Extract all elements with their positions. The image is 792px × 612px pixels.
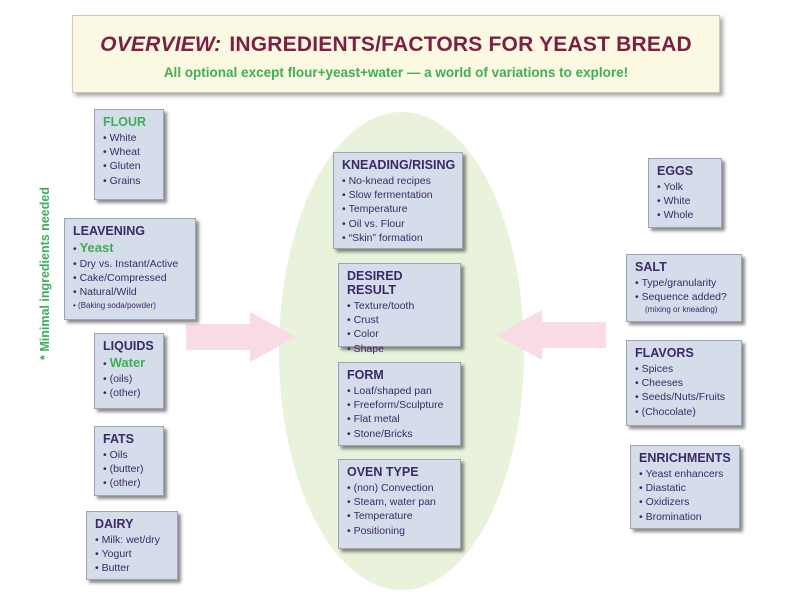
list-item: Gluten xyxy=(103,159,155,173)
leavening-box: LEAVENING Yeast Dry vs. Instant/Active C… xyxy=(64,218,196,320)
liquids-box: LIQUIDS Water (oils) (other) xyxy=(94,333,164,409)
right-pointing-arrow xyxy=(186,312,296,362)
page-subtitle: All optional except flour+yeast+water — … xyxy=(163,65,629,80)
list-item: Freeform/Sculpture xyxy=(347,398,452,412)
list-item: Yeast enhancers xyxy=(639,467,731,481)
list-item: (Baking soda/powder) xyxy=(73,300,187,312)
form-title: FORM xyxy=(347,368,384,382)
list-item: (Chocolate) xyxy=(635,405,733,419)
list-item: (oils) xyxy=(103,372,155,386)
list-item: (non) Convection xyxy=(347,481,452,495)
list-item: White xyxy=(103,131,155,145)
salt-title: SALT xyxy=(635,260,667,274)
list-item: Shape xyxy=(347,342,452,356)
dairy-title: DAIRY xyxy=(95,517,134,531)
list-item: Milk: wet/dry xyxy=(95,533,169,547)
enrichments-title: ENRICHMENTS xyxy=(639,451,731,465)
list-item: Oxidizers xyxy=(639,495,731,509)
oven-type-box: OVEN TYPE (non) Convection Steam, water … xyxy=(338,459,461,549)
list-item: (butter) xyxy=(103,462,155,476)
list-item: Bromination xyxy=(639,510,731,524)
list-item: (other) xyxy=(103,386,155,400)
list-item: Type/granularity xyxy=(635,276,733,290)
form-box: FORM Loaf/shaped pan Freeform/Sculpture … xyxy=(338,362,461,446)
list-item: Flat metal xyxy=(347,412,452,426)
flour-title: FLOUR xyxy=(103,115,147,129)
list-item: Color xyxy=(347,327,452,341)
list-item: Cake/Compressed xyxy=(73,271,187,285)
fats-box: FATS Oils (butter) (other) xyxy=(94,426,164,496)
liquids-title: LIQUIDS xyxy=(103,339,154,353)
oven-title: OVEN TYPE xyxy=(347,465,419,479)
dairy-box: DAIRY Milk: wet/dry Yogurt Butter xyxy=(86,511,178,580)
eggs-title: EGGS xyxy=(657,164,694,178)
list-item: (other) xyxy=(103,476,155,490)
list-item: Yolk xyxy=(657,180,713,194)
result-title: DESIRED RESULT xyxy=(347,269,403,297)
list-item: Positioning xyxy=(347,524,452,538)
list-item: Oils xyxy=(103,448,155,462)
list-item: Dry vs. Instant/Active xyxy=(73,257,187,271)
list-item: Water xyxy=(103,355,155,372)
list-item: Cheeses xyxy=(635,376,733,390)
title-banner: OVERVIEW: INGREDIENTS/FACTORS FOR YEAST B… xyxy=(72,15,720,93)
title-main: INGREDIENTS/FACTORS FOR YEAST BREAD xyxy=(229,33,692,56)
list-item: Butter xyxy=(95,561,169,575)
list-item: Temperature xyxy=(347,509,452,523)
minimal-ingredients-label: * Minimal ingredients needed xyxy=(38,187,52,360)
flour-box: FLOUR White Wheat Gluten Grains xyxy=(94,109,164,200)
list-item: Grains xyxy=(103,174,155,188)
list-item: (mixing or kneading) xyxy=(645,305,718,315)
leavening-title: LEAVENING xyxy=(73,224,145,238)
list-item: Spices xyxy=(635,362,733,376)
flavors-title: FLAVORS xyxy=(635,346,694,360)
left-pointing-arrow xyxy=(496,310,606,360)
list-item: White xyxy=(657,194,713,208)
list-item: Natural/Wild xyxy=(73,285,187,299)
list-item: Oil vs. Flour xyxy=(342,217,454,231)
list-item: Slow fermentation xyxy=(342,188,454,202)
list-item: Steam, water pan xyxy=(347,495,452,509)
list-item: Diastatic xyxy=(639,481,731,495)
list-item: Sequence added? xyxy=(635,290,733,304)
page-title: OVERVIEW: INGREDIENTS/FACTORS FOR YEAST B… xyxy=(73,33,719,57)
list-item: Loaf/shaped pan xyxy=(347,384,452,398)
list-item: Crust xyxy=(347,313,452,327)
list-item: Whole xyxy=(657,208,713,222)
list-item: Stone/Bricks xyxy=(347,427,452,441)
list-item: Texture/tooth xyxy=(347,299,452,313)
kneading-rising-box: KNEADING/RISING No-knead recipes Slow fe… xyxy=(333,152,463,249)
flavors-box: FLAVORS Spices Cheeses Seeds/Nuts/Fruits… xyxy=(626,340,742,426)
list-item: “Skin” formation xyxy=(342,231,454,245)
list-item: Temperature xyxy=(342,202,454,216)
fats-title: FATS xyxy=(103,432,135,446)
eggs-box: EGGS Yolk White Whole xyxy=(648,158,722,228)
list-item: Yogurt xyxy=(95,547,169,561)
desired-result-box: DESIRED RESULT Texture/tooth Crust Color… xyxy=(338,263,461,355)
enrichments-box: ENRICHMENTS Yeast enhancers Diastatic Ox… xyxy=(630,445,740,529)
list-item: Wheat xyxy=(103,145,155,159)
list-item: Yeast xyxy=(73,240,187,257)
list-item: Seeds/Nuts/Fruits xyxy=(635,390,733,404)
salt-box: SALT Type/granularity Sequence added? (m… xyxy=(626,254,742,322)
title-overview: OVERVIEW: xyxy=(100,33,222,56)
kneading-title: KNEADING/RISING xyxy=(342,158,456,172)
list-item: No-knead recipes xyxy=(342,174,454,188)
